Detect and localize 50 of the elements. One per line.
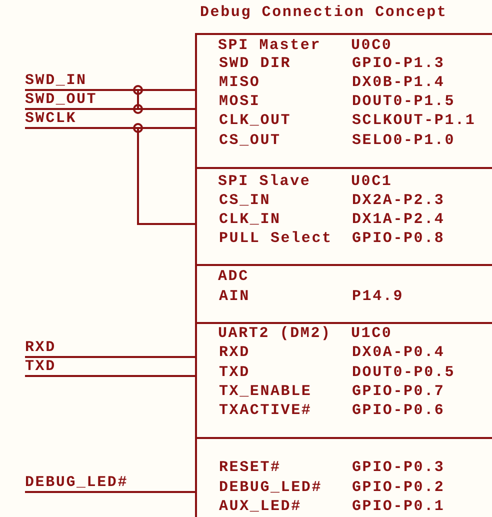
pin-name: PULL Select — [219, 230, 332, 248]
pin-name: CS_OUT — [219, 132, 281, 150]
net-label: SWD_IN — [25, 72, 87, 90]
net-label: RXD — [25, 339, 56, 357]
pin-name: CLK_OUT — [219, 112, 292, 130]
pin-name: CS_IN — [219, 192, 271, 210]
pin-assignment: GPIO-P0.7 — [352, 383, 445, 401]
pin-name: MOSI — [219, 93, 260, 111]
connector-block — [195, 33, 492, 517]
pin-assignment: SCLKOUT-P1.1 — [352, 112, 476, 130]
pin-name: TX_ENABLE — [219, 383, 312, 401]
pin-name: RXD — [219, 344, 250, 362]
pin-assignment: DOUT0-P0.5 — [352, 364, 456, 382]
wire — [25, 491, 196, 493]
pin-name: MISO — [219, 74, 260, 92]
section-value: U1C0 — [351, 325, 392, 343]
diagram-title: Debug Connection Concept — [200, 4, 448, 22]
pin-assignment: GPIO-P1.3 — [352, 55, 445, 73]
pin-name: RESET# — [219, 459, 281, 477]
section-heading: ADC — [218, 268, 249, 286]
section-value: U0C0 — [351, 37, 392, 55]
pin-name: TXACTIVE# — [219, 402, 312, 420]
section-heading: UART2 (DM2) — [218, 325, 332, 343]
section-heading: SPI Master — [218, 37, 322, 55]
net-label: TXD — [25, 358, 56, 376]
net-label: SWD_OUT — [25, 91, 98, 109]
pin-assignment: P14.9 — [352, 288, 404, 306]
pin-name: AIN — [219, 288, 250, 306]
pin-assignment: SELO0-P1.0 — [352, 132, 456, 150]
net-label: DEBUG_LED# — [25, 474, 128, 492]
wire — [25, 356, 196, 358]
pin-assignment: DX1A-P2.4 — [352, 211, 445, 229]
pin-name: DEBUG_LED# — [219, 479, 322, 497]
pin-name: CLK_IN — [219, 211, 281, 229]
pin-assignment: DOUT0-P1.5 — [352, 93, 456, 111]
pin-assignment: GPIO-P0.2 — [352, 479, 445, 497]
pin-name: TXD — [219, 364, 250, 382]
pin-assignment: DX2A-P2.3 — [352, 192, 445, 210]
pin-name: AUX_LED# — [219, 498, 302, 516]
pin-assignment: GPIO-P0.1 — [352, 498, 445, 516]
net-label: SWCLK — [25, 110, 77, 128]
pin-assignment: GPIO-P0.8 — [352, 230, 445, 248]
pin-assignment: GPIO-P0.3 — [352, 459, 445, 477]
wire — [25, 375, 196, 377]
pin-assignment: DX0A-P0.4 — [352, 344, 445, 362]
section-value: U0C1 — [351, 173, 392, 191]
pin-name: SWD DIR — [219, 55, 292, 73]
pin-assignment: DX0B-P1.4 — [352, 74, 445, 92]
pin-assignment: GPIO-P0.6 — [352, 402, 445, 420]
section-heading: SPI Slave — [218, 173, 311, 191]
